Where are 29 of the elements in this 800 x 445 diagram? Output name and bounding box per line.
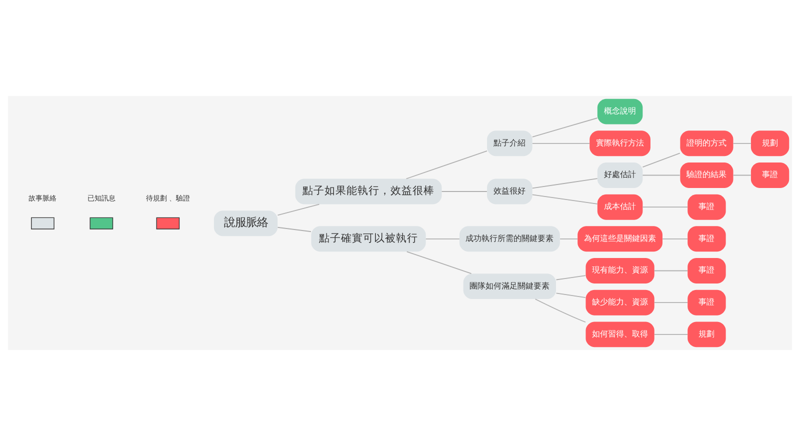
connector (556, 292, 586, 298)
connector (732, 142, 752, 144)
connector (532, 117, 598, 137)
connector (406, 250, 472, 274)
connector (654, 270, 688, 271)
connector (532, 178, 598, 188)
connector (642, 174, 680, 176)
connector (654, 302, 688, 303)
node-box: 點子確實可以被執行 (311, 226, 426, 252)
connector (642, 152, 680, 167)
connector (441, 190, 488, 192)
legend-label: 已知訊息 (87, 192, 116, 202)
node-box: 說服脈絡 (214, 210, 278, 236)
connector (560, 238, 578, 239)
connector (425, 238, 460, 239)
connector (532, 194, 598, 204)
connector (534, 298, 586, 322)
connector (277, 203, 320, 216)
connector (556, 274, 586, 280)
connector (277, 226, 312, 232)
legend-label: 故事脈絡 (28, 192, 57, 202)
legend-label: 待規劃 、驗證 (146, 192, 190, 202)
connector (532, 142, 590, 144)
node-box: 點子如果能執行，效益很棒 (295, 178, 442, 204)
connector (654, 333, 688, 334)
connector (662, 238, 688, 239)
connector (642, 206, 688, 208)
connector (406, 150, 488, 179)
connector (732, 174, 752, 176)
